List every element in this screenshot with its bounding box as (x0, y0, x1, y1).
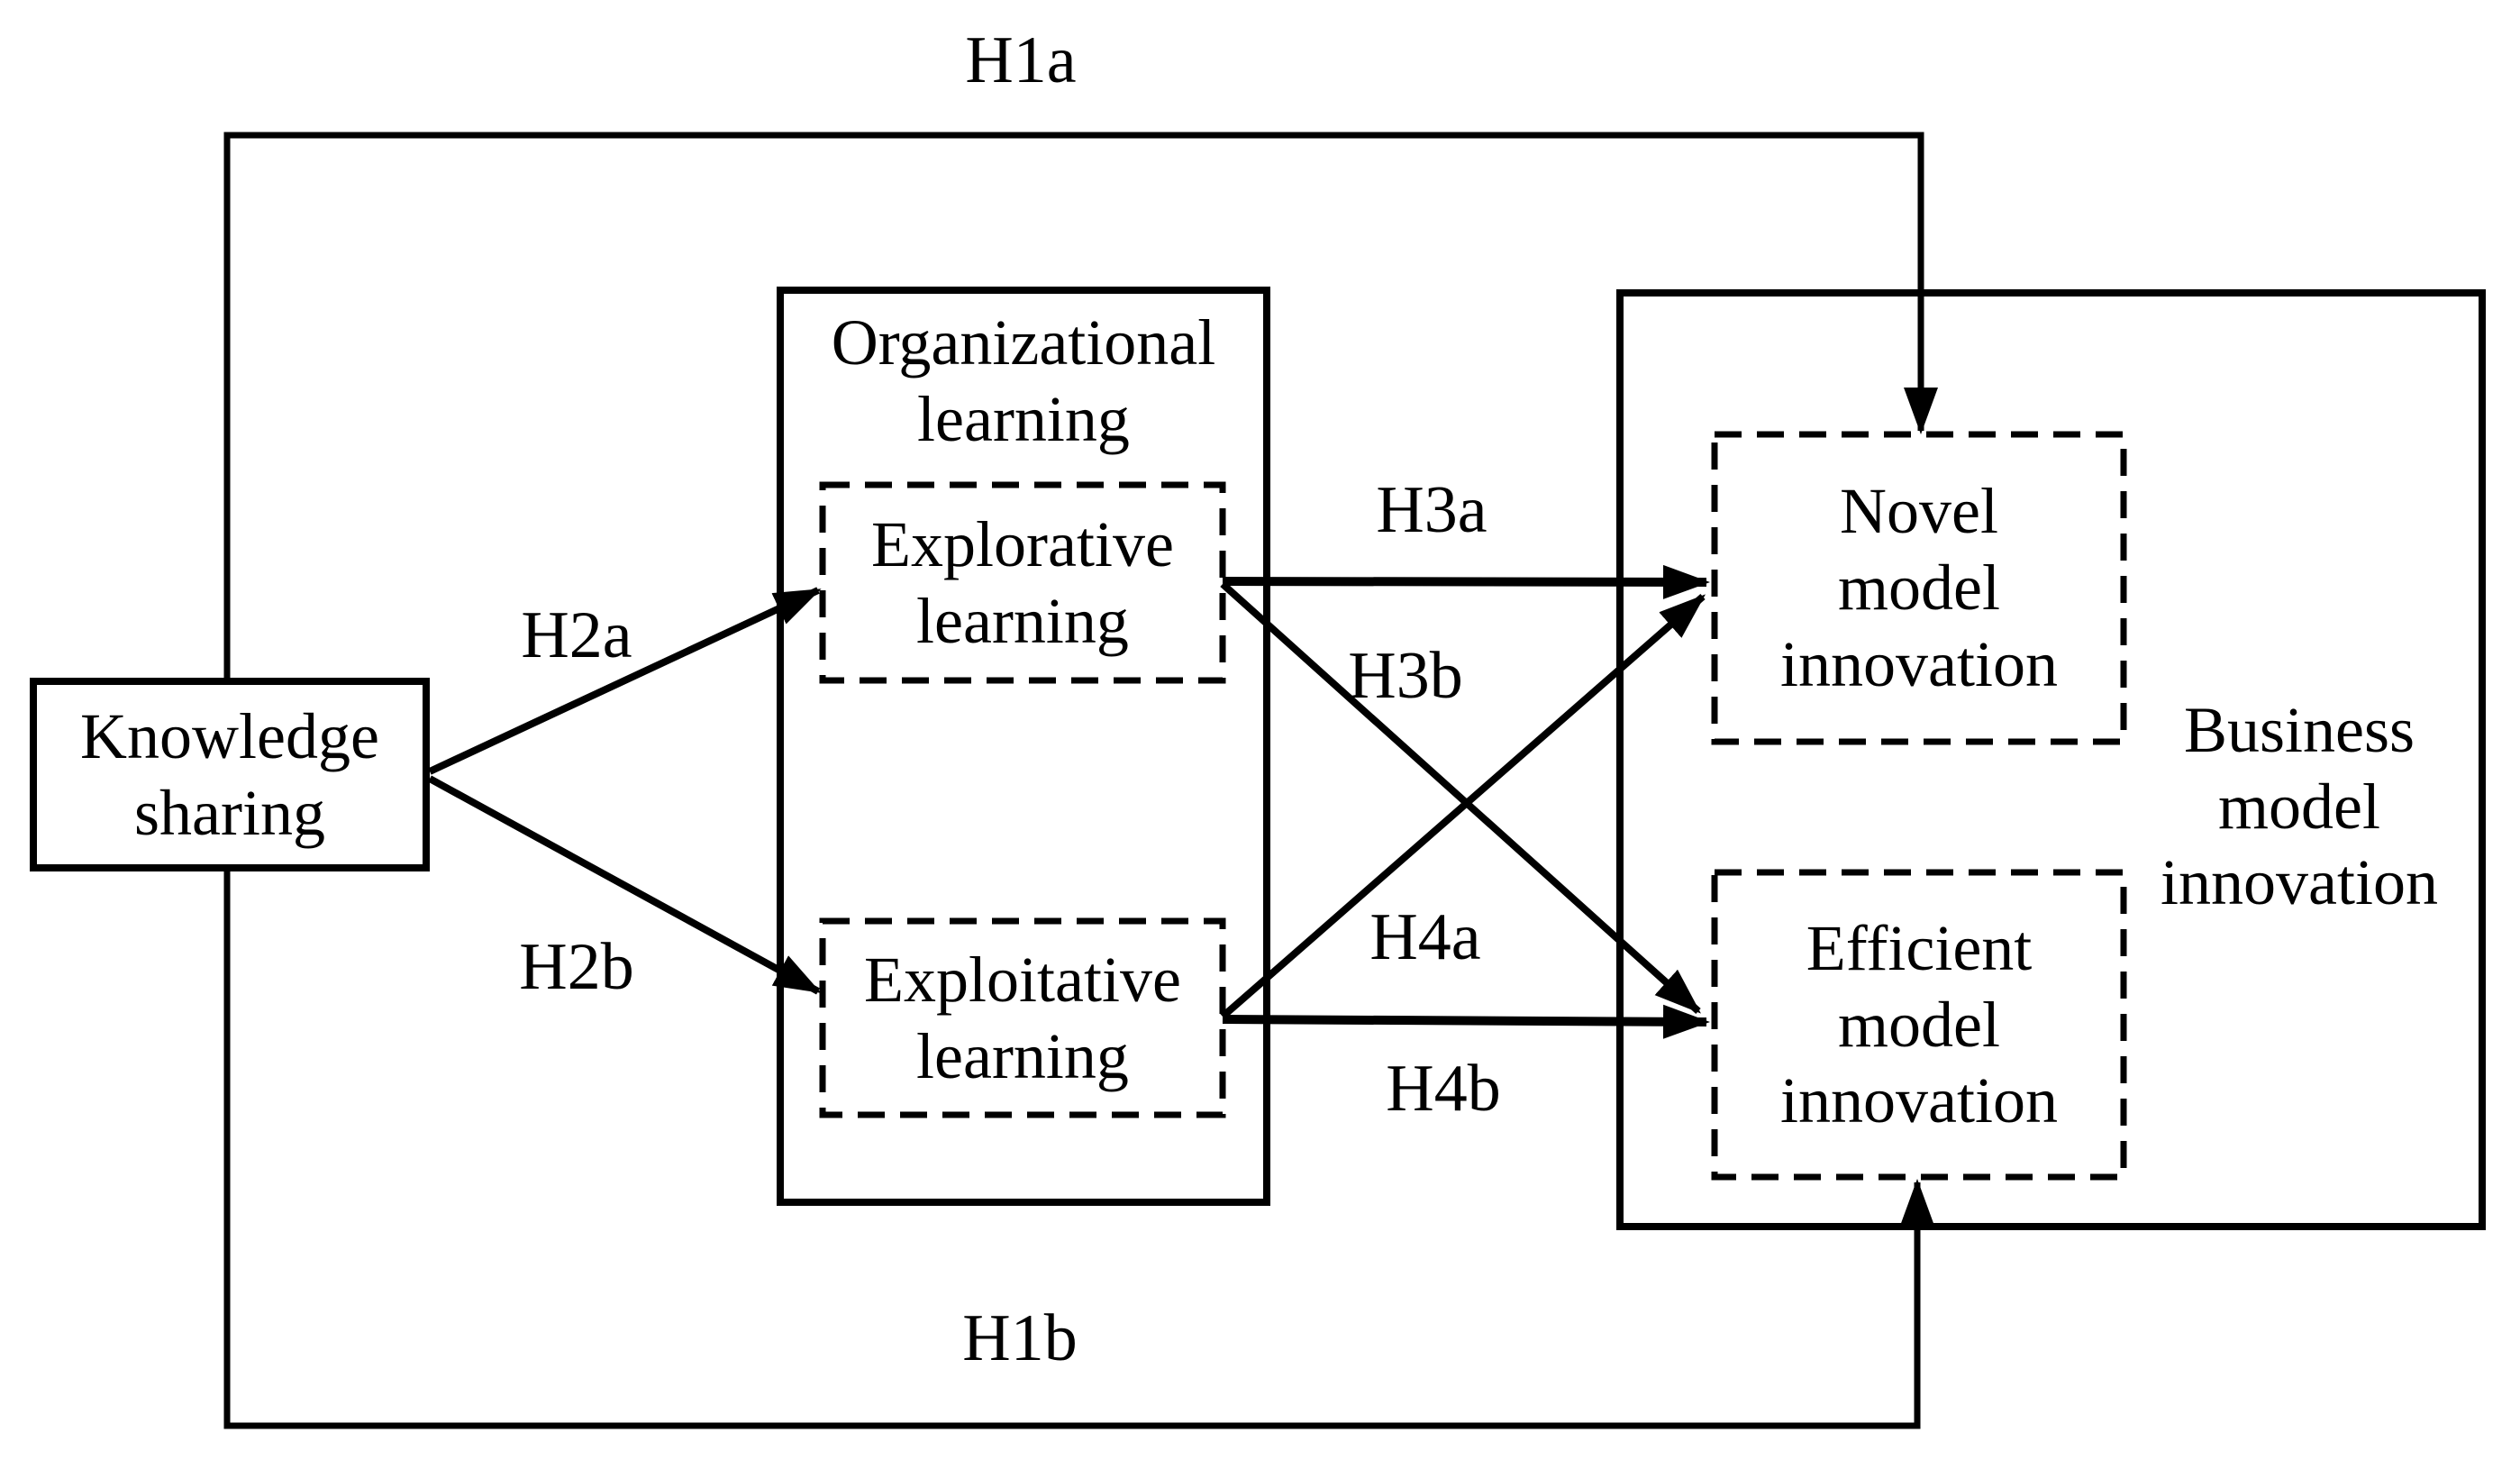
business-model-innovation-label: Business model innovation (2161, 693, 2438, 919)
exploitative-learning-label: Exploitative learning (864, 943, 1181, 1092)
organizational-learning-label: Organizational learning (831, 306, 1216, 455)
hypothesis-label-h4b: H4b (1386, 1052, 1501, 1126)
edge-h2a (428, 587, 822, 775)
hypothesis-label-h3b: H3b (1348, 639, 1463, 713)
edge-h1a (223, 132, 1938, 678)
hypothesis-label-h1a: H1a (965, 23, 1077, 97)
explorative-learning-label: Explorative learning (871, 507, 1174, 657)
knowledge-sharing-box (30, 678, 430, 871)
novel-model-innovation-box (1711, 431, 2127, 745)
edge-h4b (1222, 1004, 1710, 1039)
edge-h3a (1222, 564, 1710, 599)
efficient-model-innovation-box (1711, 869, 2127, 1181)
organizational-learning-box (777, 287, 1270, 1206)
edge-h1b (223, 871, 1934, 1429)
hypothesis-label-h2a: H2a (521, 598, 632, 672)
knowledge-sharing-label: Knowledge sharing (80, 699, 379, 849)
novel-model-innovation-label: Novel model innovation (1780, 475, 2058, 700)
hypothesis-label-h2b: H2b (519, 930, 634, 1004)
hypothesis-label-h4a: H4a (1369, 900, 1481, 974)
edge-h2b (428, 775, 822, 995)
business-model-innovation-box (1616, 289, 2486, 1230)
hypothesis-label-h1b: H1b (962, 1301, 1078, 1375)
hypothesis-label-h3a: H3a (1376, 473, 1487, 547)
efficient-model-innovation-label: Efficient model innovation (1780, 911, 2058, 1137)
